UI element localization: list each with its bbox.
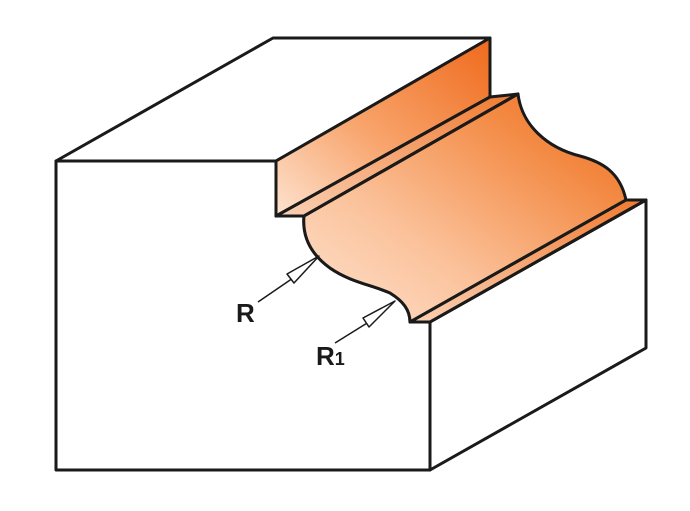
radius-r1-arrow-shaft: [334, 319, 373, 344]
radius-r1-arrow-head: [362, 300, 396, 328]
radius-r1-label: R1: [316, 341, 345, 372]
radius-r1-label-subscript: 1: [334, 349, 345, 369]
profile-edge-line-1: [274, 95, 492, 218]
profile-edge-line-2: [302, 92, 520, 218]
profile-edge-line-4: [428, 198, 648, 324]
profile-edge-line-3: [408, 198, 628, 324]
profile-ogee-surface: [302, 92, 628, 324]
radius-r-arrow-head: [286, 255, 320, 284]
radius-r1-label-main: R: [316, 341, 335, 371]
radius-r-label: R: [236, 298, 255, 328]
radius-r-arrow-shaft: [257, 275, 297, 303]
